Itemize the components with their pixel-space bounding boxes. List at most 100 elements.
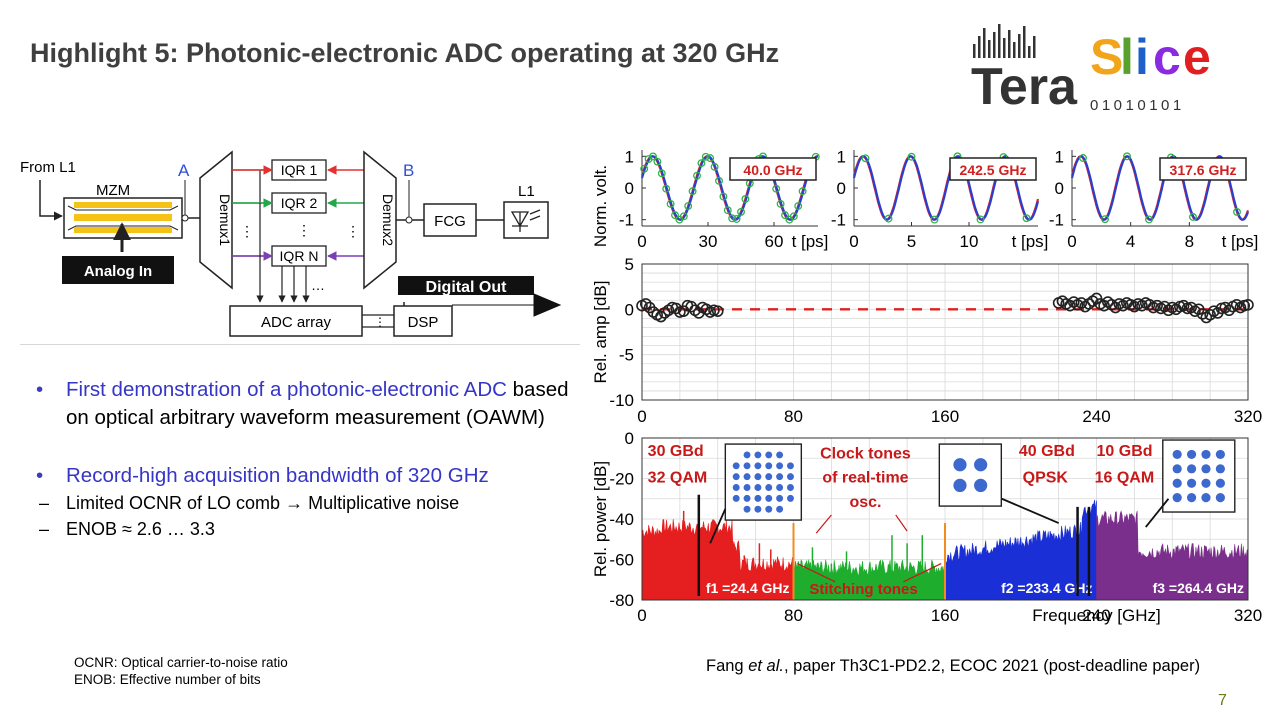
slide-title: Highlight 5: Photonic-electronic ADC ope… <box>30 38 780 68</box>
constellation-32qam-symbol <box>776 505 784 513</box>
teraslice-logo: Tera S l i c e 01010101 <box>971 24 1211 116</box>
x-axis-label: t [ps] <box>1222 232 1259 251</box>
x-tick-label: 0 <box>1067 232 1076 251</box>
sample-point <box>930 215 939 224</box>
x-axis-label: Frequency [GHz] <box>1032 606 1161 625</box>
digital-out-label: Digital Out <box>426 279 508 296</box>
logo-bar <box>1003 38 1006 58</box>
sample-point <box>697 159 706 168</box>
x-tick-label: 0 <box>637 606 646 625</box>
page-number: 7 <box>1218 692 1227 709</box>
sample-point <box>715 176 723 185</box>
constellation-32qam-symbol <box>754 451 762 459</box>
constellation-16qam-symbol <box>1186 449 1197 460</box>
logo-slice: S l i c e <box>1090 29 1211 85</box>
amplitude-point <box>1109 301 1122 314</box>
x-tick-label: 80 <box>784 606 803 625</box>
logo-s: S <box>1090 29 1123 85</box>
mod2-label-line1: 40 GBd <box>1019 443 1075 460</box>
constellation-32qam-symbol <box>732 484 740 491</box>
x-tick-label: 0 <box>637 232 646 251</box>
x-tick-label: 30 <box>699 232 718 251</box>
y-tick-label: 5 <box>625 255 634 274</box>
amplitude-point <box>1098 299 1110 312</box>
footnote-enob: ENOB: Effective number of bits <box>74 672 261 687</box>
sample-point <box>772 184 781 193</box>
frequency-annotation-box <box>1159 157 1247 181</box>
laser-box <box>503 201 549 239</box>
bullet-record-bandwidth: • Record-high acquisition bandwidth of 3… <box>36 462 576 490</box>
constellation-16qam-symbol <box>1215 464 1225 474</box>
separator-line <box>20 344 580 345</box>
point-b-label: B <box>403 161 414 180</box>
plot-frame <box>641 263 1249 401</box>
stitching-label: Stitching tones <box>809 581 917 598</box>
citation-rest: , paper Th3C1-PD2.2, ECOC 2021 (post-dea… <box>783 657 1201 675</box>
mod3-label-line1: 10 GBd <box>1097 443 1153 460</box>
sample-point <box>723 206 732 215</box>
y-tick-label: -40 <box>609 510 634 529</box>
constellation-16qam-symbol <box>1201 478 1211 488</box>
bullet-dot: • <box>36 378 44 401</box>
x-tick-label: 320 <box>1234 606 1262 625</box>
constellation-qpsk-symbol <box>974 478 988 493</box>
from-l1-label: From L1 <box>20 159 76 176</box>
mod1-label-line2: 32 QAM <box>648 470 708 487</box>
sample-point <box>710 162 719 171</box>
sample-point <box>1233 208 1241 216</box>
constellation-32qam-symbol <box>743 462 751 470</box>
logo-bar <box>978 36 981 58</box>
clock-arrow <box>815 514 832 534</box>
amplitude-point <box>670 302 682 315</box>
sample-point <box>737 207 745 216</box>
sample-point <box>706 154 715 163</box>
y-tick-label: 0 <box>1055 179 1064 198</box>
constellation-32qam-box <box>724 443 803 521</box>
sample-point <box>640 164 649 173</box>
logo-bar <box>1008 30 1011 58</box>
sample-point <box>728 214 737 223</box>
constellation-32qam-symbol <box>754 484 762 491</box>
constellation-32qam-symbol <box>776 462 784 470</box>
inset-pointer <box>709 508 727 544</box>
constellation-32qam-symbol <box>765 505 773 513</box>
y-tick-label: 0 <box>625 429 634 448</box>
y-tick-label: 1 <box>1055 147 1064 166</box>
constellation-32qam-symbol <box>732 494 740 502</box>
constellation-32qam-symbol <box>743 473 751 481</box>
adc-array-label: ADC array <box>261 314 332 331</box>
l1-label: L1 <box>518 183 535 200</box>
y-tick-label: -10 <box>609 391 634 410</box>
bullet-first-demo: • First demonstration of a photonic-elec… <box>36 376 576 432</box>
demux2 <box>363 150 397 290</box>
logo-bar <box>973 44 976 58</box>
stitch-arrow <box>797 563 836 583</box>
sample-point <box>776 199 785 208</box>
sample-point <box>741 195 750 203</box>
constellation-qpsk-symbol <box>953 458 967 472</box>
mod1-label-line1: 30 GBd <box>648 443 704 460</box>
sample-point <box>701 152 710 161</box>
constellation-32qam-symbol <box>765 473 773 481</box>
iqrn-label: IQR N <box>280 248 319 264</box>
logo-l: l <box>1120 29 1134 85</box>
x-tick-label: 0 <box>849 232 858 251</box>
y-tick-label: 1 <box>625 147 634 166</box>
y-tick-label: 0 <box>625 300 634 319</box>
sample-point <box>798 187 807 196</box>
constellation-32qam-symbol <box>786 484 794 491</box>
sample-point <box>1145 215 1153 224</box>
amplitude-point <box>1204 308 1216 321</box>
stitch-arrow <box>903 563 942 583</box>
sample-point <box>1101 215 1109 224</box>
x-tick-label: 320 <box>1234 407 1262 426</box>
frequency-annotation-box <box>729 157 817 181</box>
sample-point <box>976 215 985 224</box>
amplitude-point <box>655 310 667 323</box>
plot-frame <box>641 437 1249 601</box>
constellation-qpsk-box <box>938 443 1003 507</box>
constellation-32qam-symbol <box>743 451 751 459</box>
y-tick-label: -60 <box>609 551 634 570</box>
